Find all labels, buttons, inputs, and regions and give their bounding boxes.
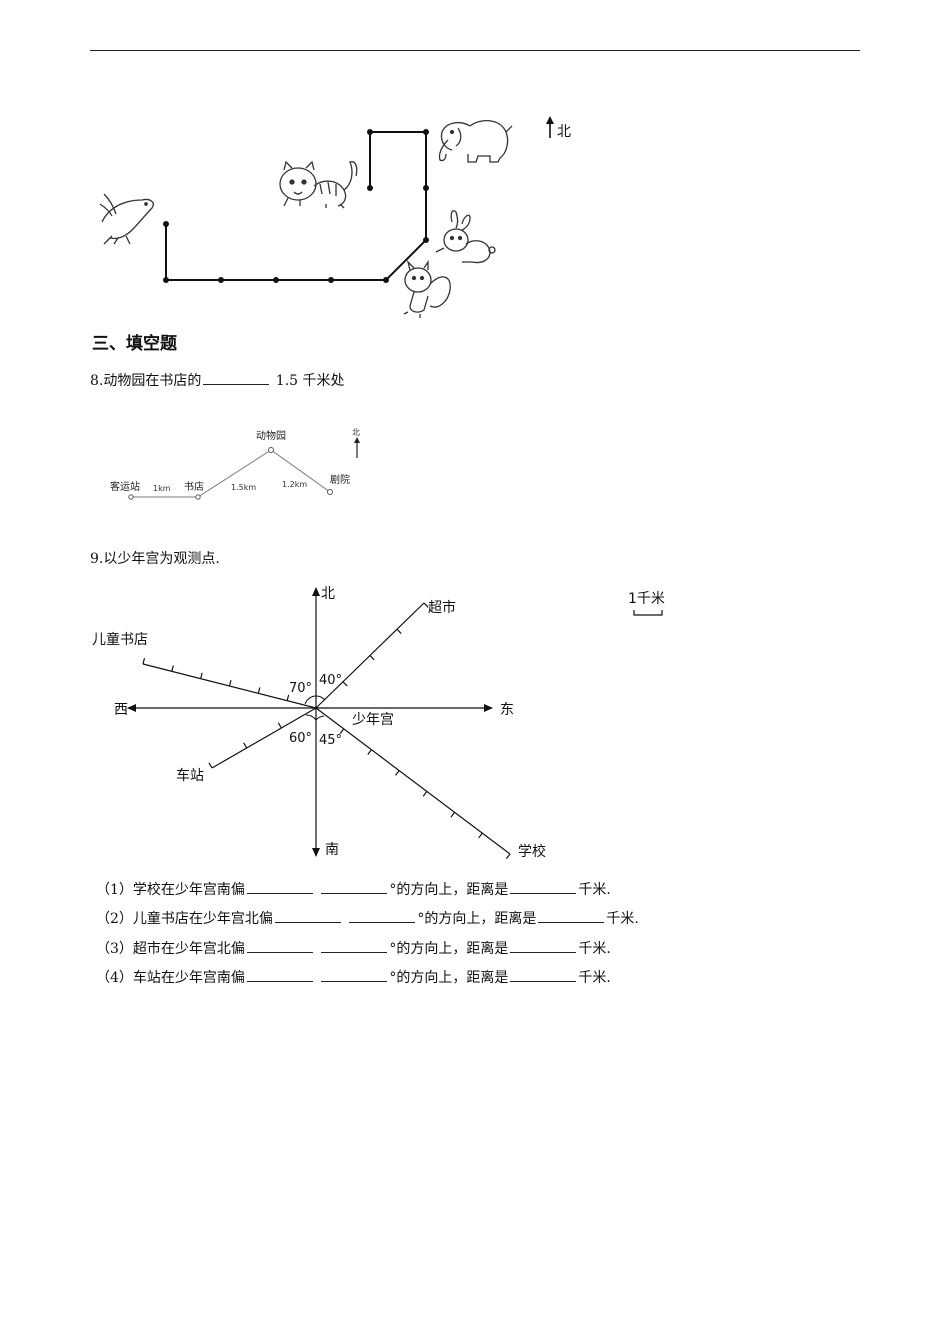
question-8: 8.动物园在书店的 1.5 千米处 bbox=[90, 370, 345, 391]
ray-station bbox=[208, 707, 317, 769]
bookstore-label: 书店 bbox=[184, 480, 204, 493]
question-9-item-2: （2）儿童书店在少年宫北偏 °的方向上，距离是 千米. bbox=[96, 908, 639, 929]
ray-tick bbox=[257, 687, 261, 694]
item-end: 千米. bbox=[578, 970, 611, 986]
question-9-item-1: （1）学校在少年宫南偏 °的方向上，距离是 千米. bbox=[96, 879, 611, 900]
ray-tick bbox=[369, 655, 375, 661]
answer-blank[interactable] bbox=[246, 967, 313, 982]
ray-tick bbox=[243, 742, 248, 749]
kids-bookstore-label: 儿童书店 bbox=[92, 631, 148, 648]
route-dots bbox=[163, 129, 429, 283]
east-direction-label: 东 bbox=[500, 702, 514, 718]
question-9-item-3: （3）超市在少年宫北偏 °的方向上，距离是 千米. bbox=[96, 938, 611, 959]
zoo-label: 动物园 bbox=[256, 429, 286, 442]
ray-tick bbox=[339, 728, 345, 735]
ray-tick bbox=[171, 665, 174, 672]
answer-blank[interactable] bbox=[538, 908, 605, 923]
ray-tick bbox=[142, 658, 146, 665]
rabbit-icon bbox=[435, 210, 496, 264]
item-prefix: （1）学校在少年宫南偏 bbox=[96, 882, 245, 898]
ray-tick bbox=[395, 770, 400, 776]
answer-blank[interactable] bbox=[274, 908, 341, 923]
angle-arcs bbox=[304, 695, 326, 721]
item-mid: °的方向上，距离是 bbox=[417, 911, 537, 927]
answer-blank[interactable] bbox=[349, 908, 416, 923]
answer-blank[interactable] bbox=[321, 967, 388, 982]
question-8-suffix: 1.5 千米处 bbox=[271, 373, 345, 389]
answer-blank[interactable] bbox=[321, 938, 388, 953]
pigeon-icon bbox=[99, 193, 154, 245]
answer-blank[interactable] bbox=[246, 938, 313, 953]
answer-blank[interactable] bbox=[510, 938, 577, 953]
item-prefix: （4）车站在少年宫南偏 bbox=[96, 970, 245, 986]
item-mid: °的方向上，距离是 bbox=[389, 882, 509, 898]
bus-station-label: 客运站 bbox=[110, 480, 140, 493]
item-mid: °的方向上，距离是 bbox=[389, 970, 509, 986]
item-end: 千米. bbox=[578, 941, 611, 957]
angle-70-label: 70° bbox=[289, 681, 312, 696]
item-mid: °的方向上，距离是 bbox=[389, 941, 509, 957]
south-direction-label: 南 bbox=[325, 842, 339, 858]
ray-tick bbox=[286, 694, 290, 701]
answer-blank[interactable] bbox=[321, 879, 388, 894]
answer-blank[interactable] bbox=[510, 879, 577, 894]
angle-60-label: 60° bbox=[289, 731, 312, 746]
ray-tick bbox=[505, 853, 511, 860]
item-prefix: （2）儿童书店在少年宫北偏 bbox=[96, 911, 273, 927]
ray-school bbox=[315, 707, 511, 860]
segment-zoo-cinema bbox=[270, 449, 331, 493]
ray-tick bbox=[342, 681, 348, 687]
question-9-title: 9.以少年宫为观测点. bbox=[90, 551, 220, 567]
answer-blank[interactable] bbox=[246, 879, 313, 894]
north-arrow-icon bbox=[354, 437, 360, 458]
ray-tick bbox=[367, 749, 372, 755]
north-label: 北 bbox=[557, 124, 571, 140]
distance-1-5km: 1.5km bbox=[231, 483, 256, 492]
north-direction-label: 北 bbox=[321, 586, 335, 602]
item-end: 千米. bbox=[578, 882, 611, 898]
answer-blank[interactable] bbox=[203, 370, 270, 385]
ray-kids-bookstore bbox=[142, 658, 317, 709]
west-direction-label: 西 bbox=[114, 702, 128, 718]
squirrel-icon bbox=[403, 259, 451, 318]
section-title: 三、填空题 bbox=[92, 334, 177, 354]
item-prefix: （3）超市在少年宫北偏 bbox=[96, 941, 245, 957]
station-label: 车站 bbox=[176, 767, 204, 784]
ray-tick bbox=[422, 791, 428, 797]
ray-tick bbox=[277, 722, 282, 729]
ray-tick bbox=[478, 832, 483, 839]
elephant-icon bbox=[438, 120, 513, 163]
ray-tick bbox=[450, 811, 456, 818]
ray-tick bbox=[396, 628, 402, 634]
center-label: 少年宫 bbox=[352, 712, 394, 728]
ray-tick bbox=[200, 672, 203, 679]
north-label-small: 北 bbox=[352, 428, 360, 437]
distance-1-2km: 1.2km bbox=[282, 480, 307, 489]
angle-45-label: 45° bbox=[319, 733, 342, 748]
school-label: 学校 bbox=[518, 843, 546, 860]
cinema-label: 剧院 bbox=[330, 473, 350, 486]
segment-bookstore-zoo bbox=[197, 449, 272, 498]
header-rule bbox=[90, 50, 860, 51]
north-arrow-icon bbox=[546, 116, 554, 138]
tiger-icon bbox=[279, 160, 358, 209]
item-end: 千米. bbox=[606, 911, 639, 927]
scale-bar bbox=[633, 610, 663, 616]
scale-label: 1千米 bbox=[628, 591, 665, 607]
distance-1km: 1km bbox=[153, 484, 171, 493]
ray-supermarket bbox=[315, 602, 429, 709]
ray-tick bbox=[228, 680, 232, 687]
supermarket-label: 超市 bbox=[428, 599, 456, 616]
answer-blank[interactable] bbox=[510, 967, 577, 982]
ray-tick bbox=[423, 602, 429, 608]
angle-40-label: 40° bbox=[319, 673, 342, 688]
question-9-item-4: （4）车站在少年宫南偏 °的方向上，距离是 千米. bbox=[96, 967, 611, 988]
question-8-prefix: 8.动物园在书店的 bbox=[90, 373, 202, 389]
ray-tick bbox=[208, 762, 213, 769]
